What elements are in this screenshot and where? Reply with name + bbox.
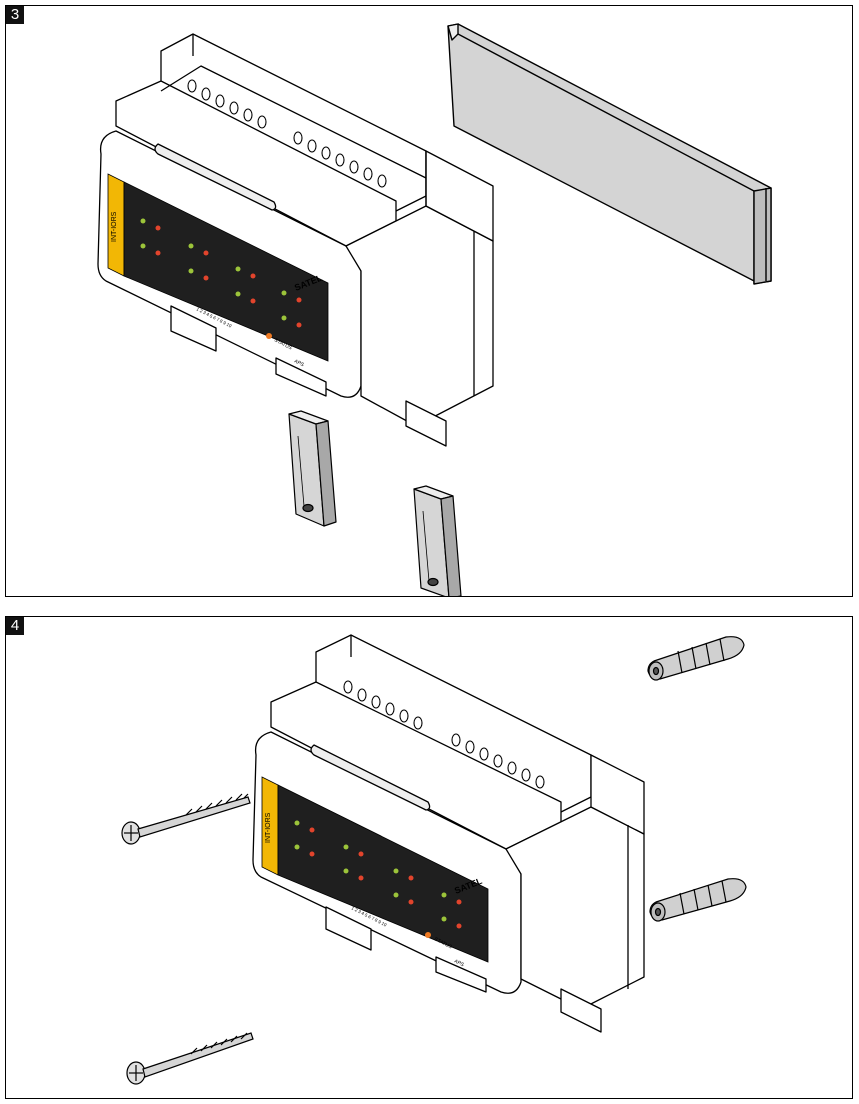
screw-terminals: [187, 79, 387, 188]
aps-label: APS: [453, 958, 465, 968]
wood-screw: [121, 793, 251, 845]
status-leds: [140, 218, 302, 339]
model-label: INT-IORS: [265, 812, 272, 843]
model-label: INT-IORS: [111, 211, 118, 242]
step-number-badge: 4: [6, 617, 24, 635]
wall-plug: [647, 636, 745, 681]
step-3-panel: 3: [5, 5, 853, 597]
step-3-illustration: INT-IORS SATEL STATUS APS 1 2 3 4 5 6 7 …: [97, 23, 772, 596]
step-4-panel: 4: [5, 616, 853, 1099]
din-rail: [447, 23, 772, 285]
mounting-clip: [413, 485, 462, 596]
wall-plug: [649, 878, 747, 922]
front-label: INT-IORS SATEL STATUS APS 1 2 3 4 5 6 7 …: [261, 776, 489, 969]
aps-label: APS: [293, 358, 305, 368]
status-leds: [294, 820, 462, 938]
mounting-clip: [288, 410, 337, 527]
wood-screw: [126, 1032, 254, 1085]
step-4-illustration: INT-IORS SATEL STATUS APS 1 2 3 4 5 6 7 …: [121, 634, 747, 1085]
screw-terminals: [343, 680, 545, 789]
step-number-badge: 3: [6, 6, 24, 24]
